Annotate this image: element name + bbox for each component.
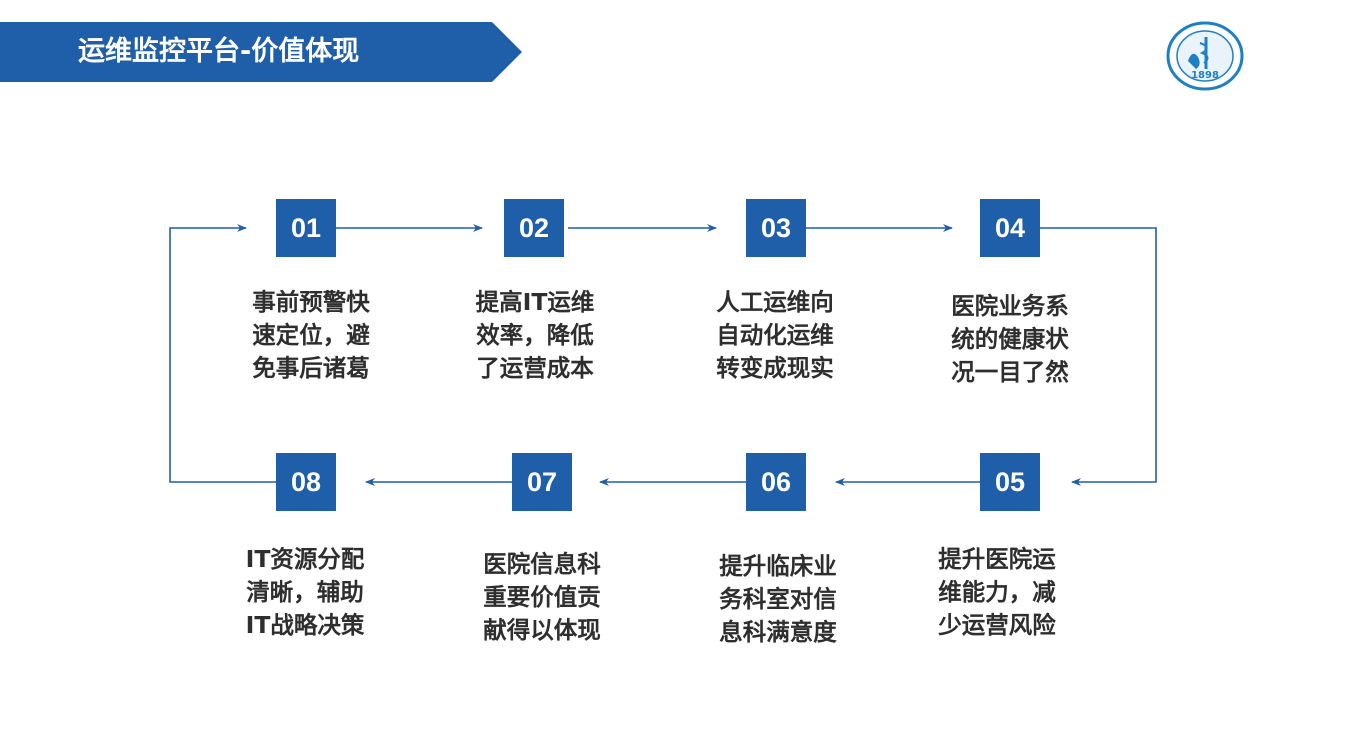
step-02-number: 02 bbox=[504, 199, 564, 257]
logo-year: 1898 bbox=[1191, 70, 1219, 81]
title-banner: 运维监控平台-价值体现 bbox=[0, 22, 522, 82]
step-06-text: 提升临床业务科室对信息科满意度 bbox=[719, 552, 837, 646]
step-04-number: 04 bbox=[980, 199, 1040, 257]
step-01-text: 事前预警快速定位，避免事后诸葛 bbox=[252, 288, 370, 382]
step-08-number: 08 bbox=[276, 453, 336, 511]
step-04-text: 医院业务系统的健康状况一目了然 bbox=[951, 292, 1069, 386]
step-03-number: 03 bbox=[746, 199, 806, 257]
step-05-number: 05 bbox=[980, 453, 1040, 511]
step-03-text: 人工运维向自动化运维转变成现实 bbox=[716, 288, 834, 382]
step-05-text: 提升医院运维能力，减少运营风险 bbox=[938, 545, 1056, 639]
step-07-number: 07 bbox=[512, 453, 572, 511]
step-07-text: 医院信息科重要价值贡献得以体现 bbox=[483, 550, 601, 644]
step-06-number: 06 bbox=[746, 453, 806, 511]
step-01-number: 01 bbox=[276, 199, 336, 257]
page-title: 运维监控平台-价值体现 bbox=[78, 36, 360, 67]
banner-arrow-shape bbox=[0, 22, 522, 82]
hospital-logo: 1898 bbox=[1166, 21, 1244, 91]
step-02-text: 提高IT运维效率，降低了运营成本 bbox=[475, 288, 595, 382]
